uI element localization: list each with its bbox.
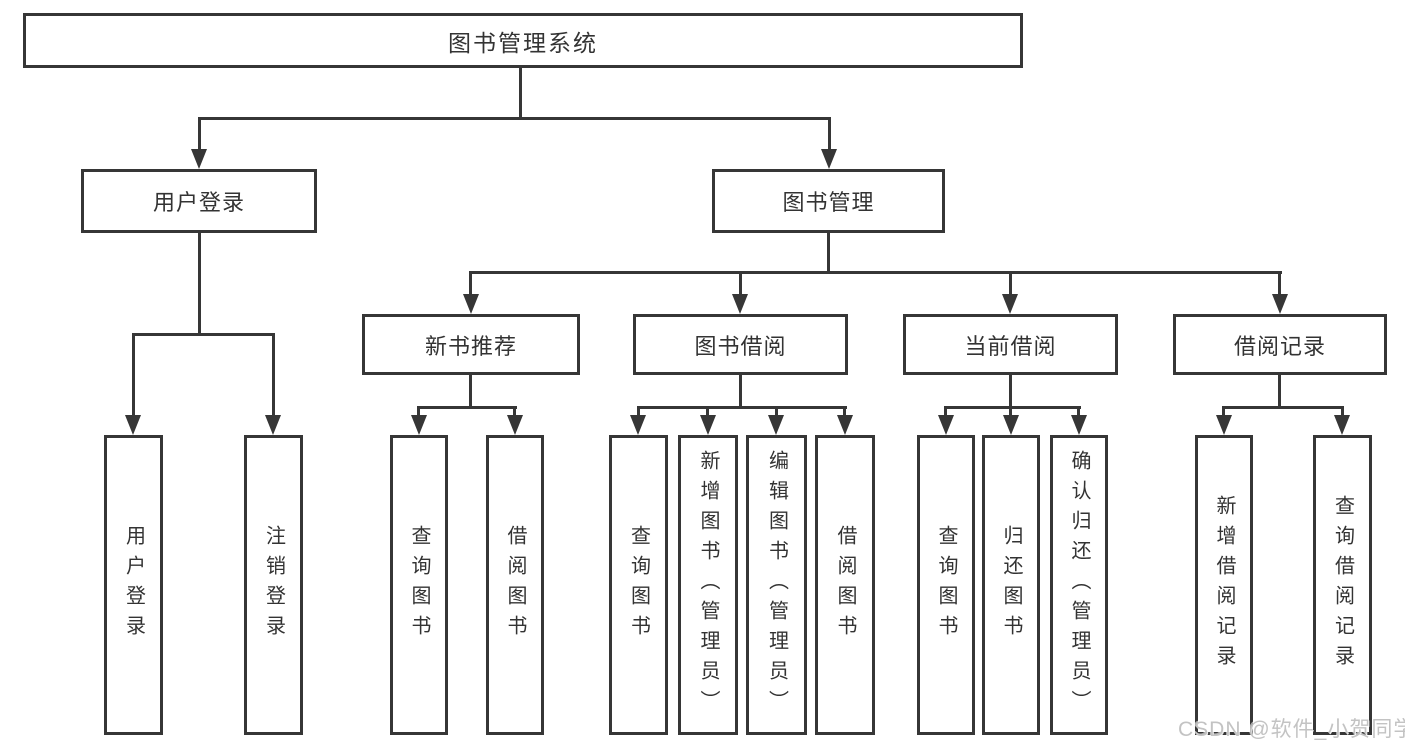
- arrow-down-icon: [1002, 294, 1018, 314]
- node-new-book-recommend: 新书推荐: [362, 314, 580, 375]
- leaf-return-books: 归还图书: [982, 435, 1040, 735]
- connector-vline: [706, 406, 709, 420]
- connector-hline: [132, 333, 275, 336]
- arrow-down-icon: [1272, 294, 1288, 314]
- connector-vline: [198, 232, 201, 336]
- arrow-down-icon: [630, 415, 646, 435]
- connector-vline: [843, 406, 846, 420]
- connector-vline: [828, 117, 831, 155]
- connector-hline: [198, 117, 831, 120]
- connector-vline: [513, 406, 516, 420]
- arrow-down-icon: [1334, 415, 1350, 435]
- connector-vline: [272, 333, 275, 420]
- leaf-confirm-return-admin: 确认归还（管理员）: [1050, 435, 1108, 735]
- leaf-logout-login: 注销登录: [244, 435, 303, 735]
- connector-vline: [1077, 406, 1080, 420]
- arrow-down-icon: [938, 415, 954, 435]
- connector-vline: [132, 333, 135, 420]
- node-book-management: 图书管理: [712, 169, 945, 233]
- arrow-down-icon: [768, 415, 784, 435]
- connector-vline: [1278, 271, 1281, 299]
- node-borrow-records: 借阅记录: [1173, 314, 1387, 375]
- connector-vline: [469, 271, 472, 299]
- leaf-borrow-books-recommend: 借阅图书: [486, 435, 544, 735]
- arrow-down-icon: [507, 415, 523, 435]
- leaf-query-books-recommend: 查询图书: [390, 435, 448, 735]
- leaf-add-books-admin: 新增图书（管理员）: [678, 435, 738, 735]
- watermark: CSDN @软件_小贺同学: [1178, 718, 1405, 741]
- connector-vline: [469, 375, 472, 409]
- leaf-edit-books-admin: 编辑图书（管理员）: [746, 435, 807, 735]
- arrow-down-icon: [821, 149, 837, 169]
- node-book-borrow: 图书借阅: [633, 314, 848, 375]
- connector-vline: [1009, 406, 1012, 420]
- arrow-down-icon: [265, 415, 281, 435]
- node-current-borrow: 当前借阅: [903, 314, 1118, 375]
- leaf-query-borrow-record: 查询借阅记录: [1313, 435, 1372, 735]
- arrow-down-icon: [837, 415, 853, 435]
- leaf-query-books-borrow: 查询图书: [609, 435, 668, 735]
- arrow-down-icon: [1003, 415, 1019, 435]
- connector-hline: [1222, 406, 1344, 409]
- arrow-down-icon: [411, 415, 427, 435]
- connector-vline: [739, 271, 742, 299]
- connector-vline: [775, 406, 778, 420]
- connector-vline: [1341, 406, 1344, 420]
- connector-vline: [417, 406, 420, 420]
- arrow-down-icon: [700, 415, 716, 435]
- arrow-down-icon: [732, 294, 748, 314]
- connector-vline: [519, 68, 522, 119]
- connector-vline: [198, 117, 201, 155]
- leaf-user-login: 用户登录: [104, 435, 163, 735]
- arrow-down-icon: [191, 149, 207, 169]
- arrow-down-icon: [463, 294, 479, 314]
- leaf-query-books-current: 查询图书: [917, 435, 975, 735]
- leaf-add-borrow-record: 新增借阅记录: [1195, 435, 1253, 735]
- arrow-down-icon: [1071, 415, 1087, 435]
- connector-vline: [1009, 375, 1012, 409]
- connector-vline: [1222, 406, 1225, 420]
- connector-hline: [637, 406, 847, 409]
- leaf-borrow-books: 借阅图书: [815, 435, 875, 735]
- connector-vline: [1278, 375, 1281, 409]
- arrow-down-icon: [1216, 415, 1232, 435]
- connector-vline: [739, 375, 742, 409]
- connector-vline: [1009, 271, 1012, 299]
- connector-vline: [637, 406, 640, 420]
- connector-hline: [417, 406, 517, 409]
- connector-hline: [944, 406, 1081, 409]
- node-library-system: 图书管理系统: [23, 13, 1023, 68]
- connector-vline: [944, 406, 947, 420]
- connector-vline: [827, 232, 830, 274]
- node-user-login: 用户登录: [81, 169, 317, 233]
- connector-hline: [469, 271, 1282, 274]
- arrow-down-icon: [125, 415, 141, 435]
